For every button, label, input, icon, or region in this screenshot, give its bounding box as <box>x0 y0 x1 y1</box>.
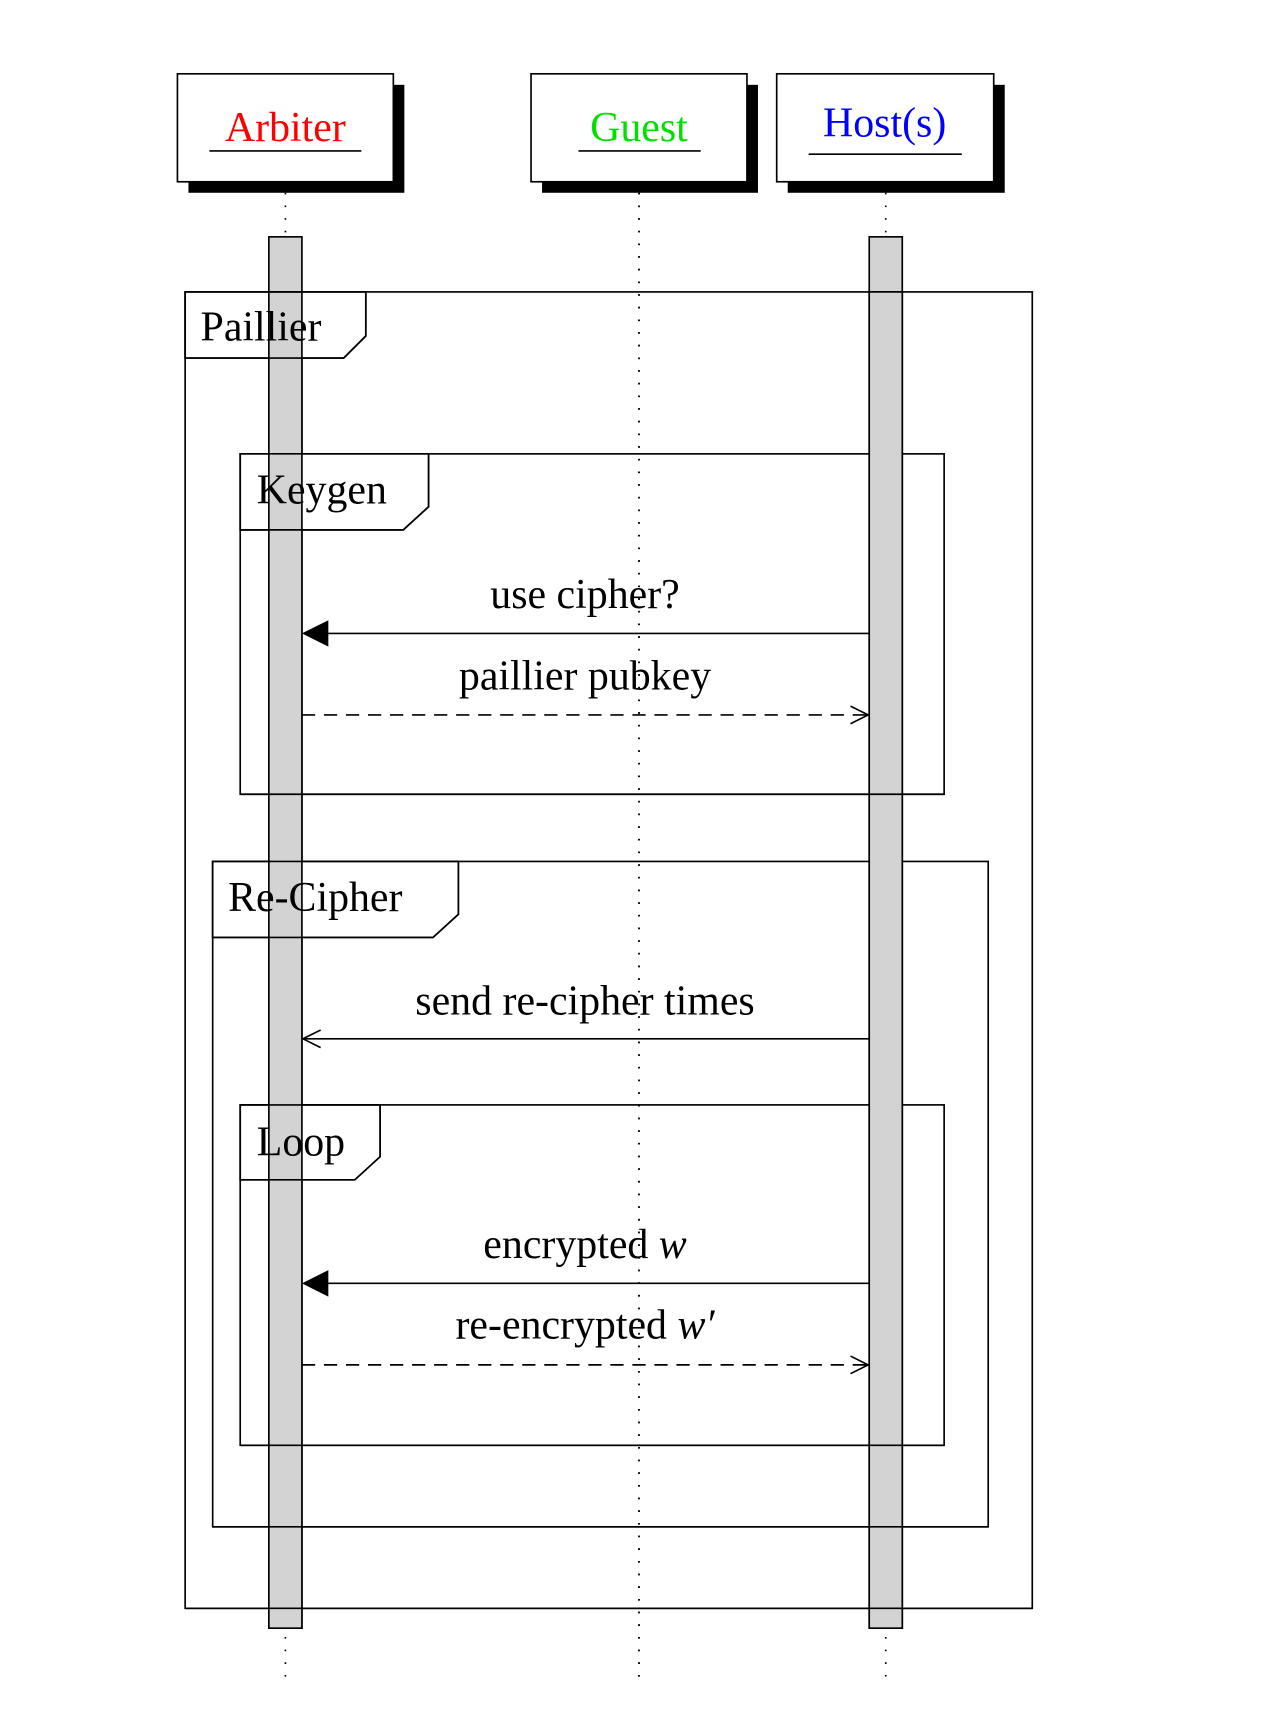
message-label: encrypted w <box>483 1222 687 1268</box>
frame-keygen-tab <box>239 453 430 531</box>
message-encrypted-w: encrypted w <box>301 1222 870 1297</box>
frame-loop-tab <box>239 1104 381 1181</box>
frame-loop: Loop <box>239 1104 945 1447</box>
message-text: encrypted <box>483 1222 658 1268</box>
participant-host: Host(s) <box>775 72 1005 193</box>
arrowhead-open-icon <box>301 1029 322 1049</box>
message-label: paillier pubkey <box>459 654 711 700</box>
arrowhead-open-icon <box>850 705 870 725</box>
participant-guest-label: Guest <box>590 105 688 151</box>
frame-recipher-tab <box>211 860 460 939</box>
message-math: w <box>659 1222 687 1268</box>
arrowhead-filled-icon <box>301 620 329 647</box>
participant-guest: Guest <box>530 72 758 193</box>
message-send-recipher-times: send re-cipher times <box>301 979 870 1049</box>
participant-arbiter-label: Arbiter <box>225 105 346 151</box>
message-label: use cipher? <box>490 572 679 618</box>
frame-paillier-tab <box>184 291 367 359</box>
frame-recipher-label-top: Re-Cipher <box>228 875 402 921</box>
activation-host-overlay <box>868 291 904 1629</box>
frame-paillier-label-top: Paillier <box>201 304 322 350</box>
message-label: send re-cipher times <box>415 979 754 1025</box>
frame-keygen-label-top: Keygen <box>257 467 387 513</box>
arrowhead-filled-icon <box>301 1270 329 1297</box>
activation-arbiter-overlay <box>268 291 303 1629</box>
frame-loop-label-top: Loop <box>257 1120 345 1166</box>
message-re-encrypted-w: re-encrypted w′ <box>301 1302 870 1375</box>
participant-arbiter: Arbiter <box>176 72 405 193</box>
participant-host-label: Host(s) <box>823 101 946 147</box>
message-paillier-pubkey: paillier pubkey <box>301 654 870 725</box>
message-text: re-encrypted <box>456 1302 678 1348</box>
message-use-cipher: use cipher? <box>301 572 870 647</box>
message-label: re-encrypted w′ <box>456 1302 716 1348</box>
arrowhead-open-icon <box>850 1355 870 1375</box>
message-math: w′ <box>677 1302 715 1348</box>
